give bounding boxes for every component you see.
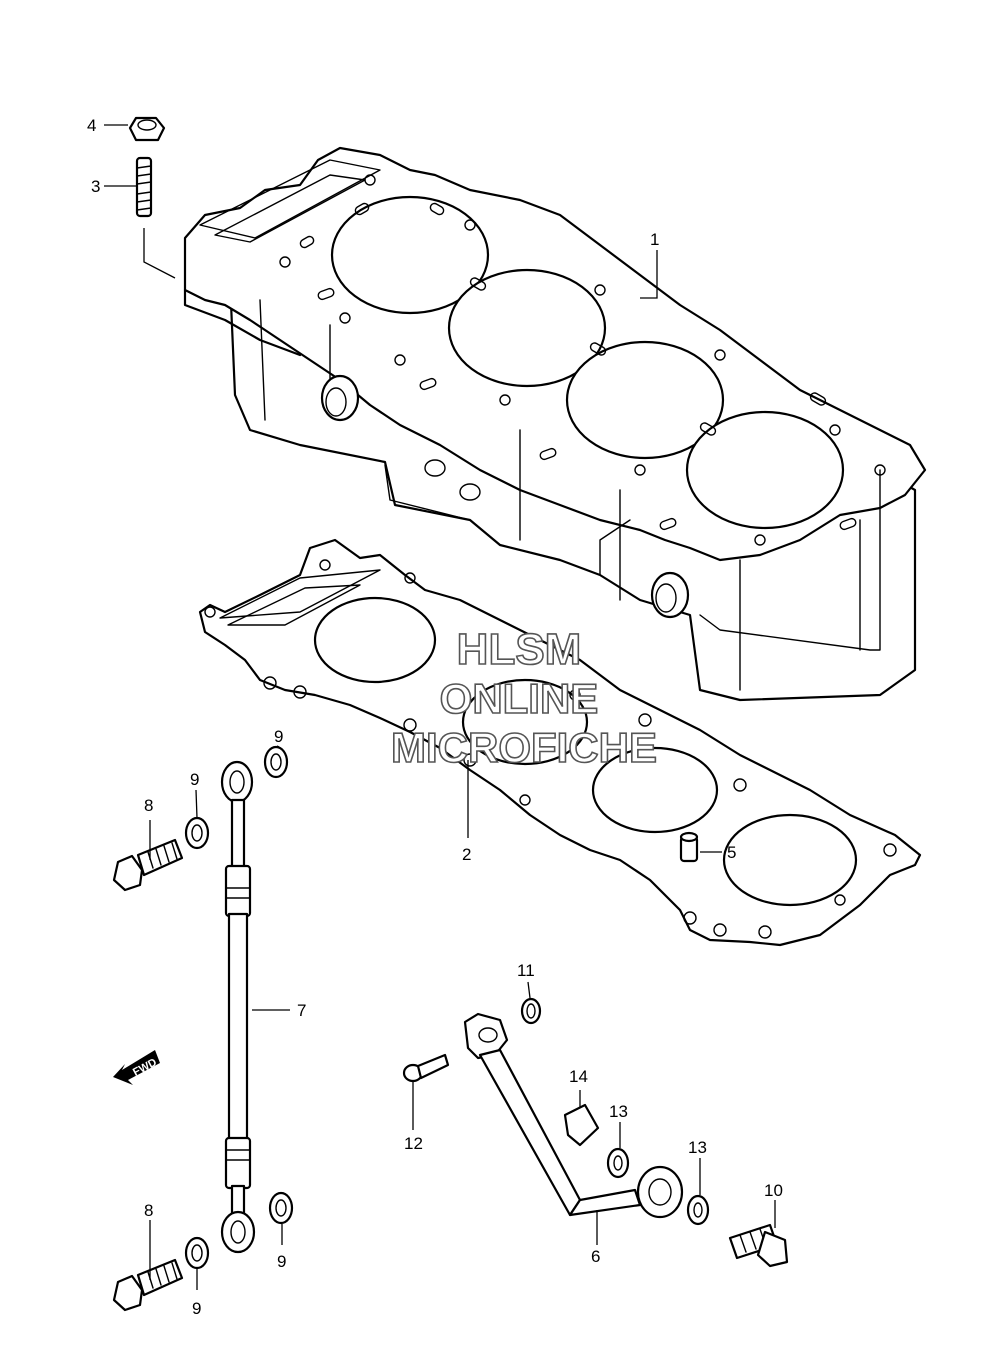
fwd-arrow-icon: FWD (113, 1050, 160, 1085)
clamp (563, 1103, 600, 1147)
callout-14: 14 (569, 1067, 588, 1086)
washer-13b (686, 1194, 710, 1226)
callout-9c: 9 (192, 1299, 201, 1318)
callout-8b: 8 (144, 1201, 153, 1220)
callout-12: 12 (404, 1134, 423, 1153)
callout-1: 1 (650, 230, 659, 249)
callout-2: 2 (462, 845, 471, 864)
callout-4: 4 (87, 116, 96, 135)
stud-bolt (135, 156, 153, 218)
watermark: HLSM ONLINE MICROFICHE (390, 624, 658, 772)
union-bolt-lower (112, 1258, 184, 1312)
callout-7: 7 (297, 1001, 306, 1020)
callout-3: 3 (91, 177, 100, 196)
callout-9d: 9 (277, 1252, 286, 1271)
nut (128, 116, 166, 142)
union-bolt-10 (728, 1223, 789, 1268)
callout-10: 10 (764, 1181, 783, 1200)
oil-pipe (463, 1012, 684, 1219)
washer-9d (268, 1191, 294, 1225)
cylinder-block (183, 146, 927, 702)
washer-9b (263, 745, 289, 779)
callout-5: 5 (727, 843, 736, 862)
union-bolt-upper (112, 838, 184, 892)
oil-hose (220, 760, 256, 1254)
callout-8a: 8 (144, 796, 153, 815)
watermark-line3: MICROFICHE (391, 724, 657, 771)
callout-9a: 9 (190, 770, 199, 789)
callout-13b: 13 (688, 1138, 707, 1157)
washer-13a (606, 1147, 630, 1179)
watermark-line2: ONLINE (440, 675, 599, 722)
washer-9a (184, 816, 210, 850)
o-ring (520, 997, 542, 1025)
fwd-label: FWD (131, 1056, 159, 1078)
callout-13a: 13 (609, 1102, 628, 1121)
dowel-pin (679, 831, 699, 863)
callout-11: 11 (517, 961, 535, 980)
pipe-bolt (402, 1053, 450, 1083)
callout-numbers: 1 2 3 4 5 6 7 8 8 9 9 9 9 10 11 12 13 13… (87, 116, 783, 1318)
leader-lines (104, 124, 776, 1290)
callout-9b: 9 (274, 727, 283, 746)
watermark-line1: HLSM (457, 625, 582, 674)
cylinder-gasket (198, 538, 922, 947)
washer-9c (184, 1236, 210, 1270)
callout-6: 6 (591, 1247, 600, 1266)
